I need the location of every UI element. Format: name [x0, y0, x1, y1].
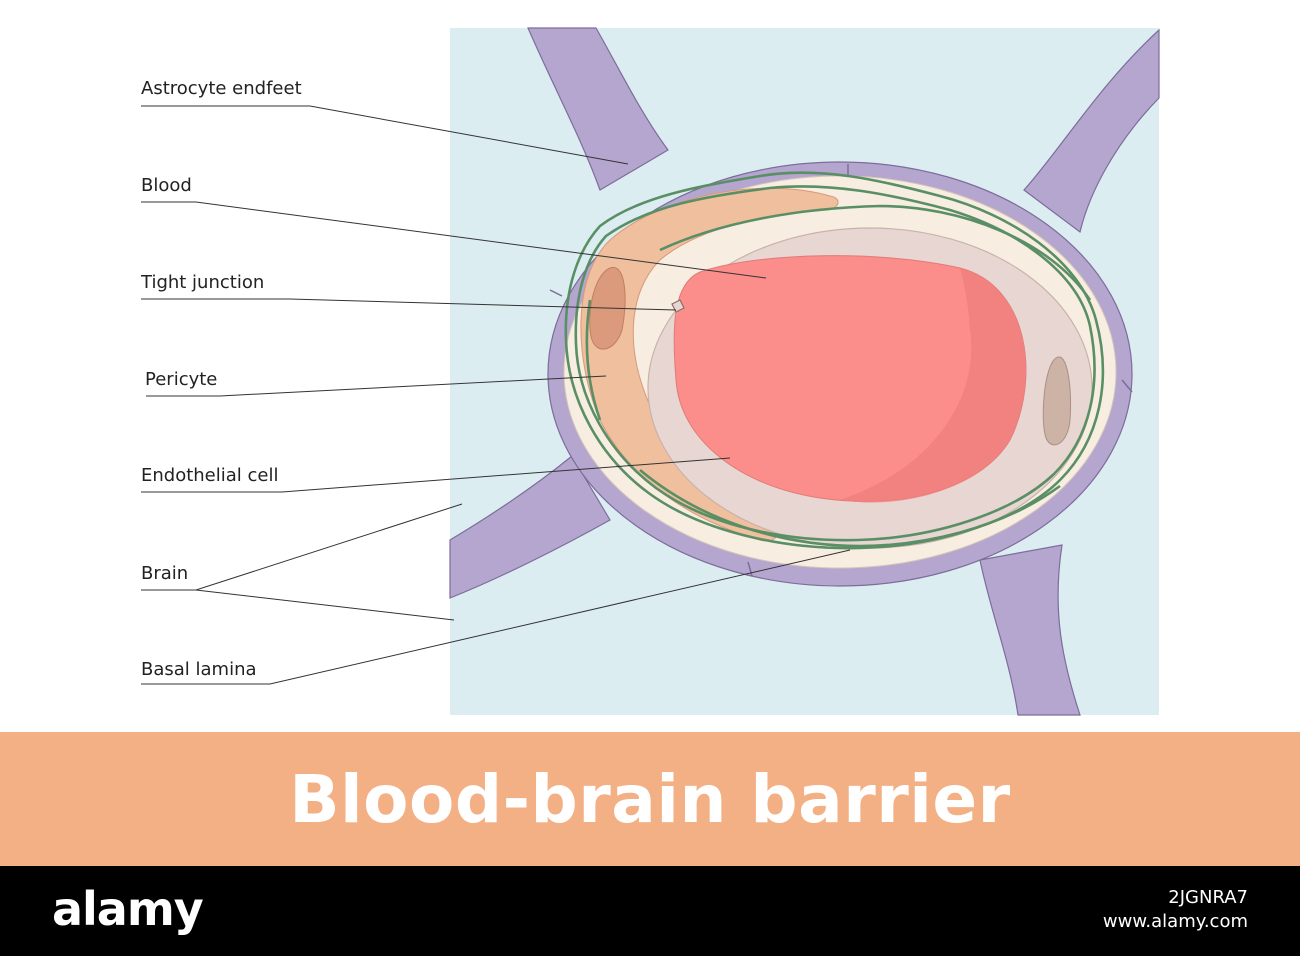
label-basal-lamina: Basal lamina — [141, 659, 257, 680]
leader-endothelial-cell — [141, 457, 731, 493]
footer-meta: 2JGNRA7 www.alamy.com — [1103, 886, 1248, 934]
astrocyte-process-left — [449, 455, 611, 599]
diagram-title: Blood-brain barrier — [289, 760, 1011, 838]
endothelial-nucleus — [1042, 356, 1071, 446]
vessel-lumen-shade — [840, 268, 1026, 503]
leader-basal-lamina — [141, 549, 851, 685]
brand-logo: alamy — [52, 882, 204, 936]
astrocyte-process-bottom — [979, 544, 1081, 716]
stock-footer: alamy 2JGNRA7 www.alamy.com — [0, 866, 1300, 956]
title-band: Blood-brain barrier — [0, 732, 1300, 866]
label-astrocyte-endfeet: Astrocyte endfeet — [141, 78, 302, 99]
leader-tight-junction — [141, 298, 677, 311]
tight-junction — [671, 299, 685, 313]
label-pericyte: Pericyte — [145, 369, 218, 390]
label-tight-junction: Tight junction — [141, 272, 265, 293]
label-blood: Blood — [141, 175, 192, 196]
astrocyte-process-top-left — [527, 27, 669, 191]
label-brain: Brain — [141, 563, 189, 584]
site-url: www.alamy.com — [1102, 911, 1248, 932]
astrocyte-process-top-right — [1023, 28, 1160, 234]
leader-astrocyte-endfeet — [141, 105, 629, 165]
basal-lamina — [564, 171, 1105, 550]
endfeet-junctions — [549, 164, 1133, 577]
leader-lines — [141, 105, 851, 685]
leader-blood — [141, 201, 767, 279]
label-endothelial-cell: Endothelial cell — [141, 465, 279, 486]
image-id: 2JGNRA7 — [1168, 887, 1248, 908]
leader-brain-upper — [141, 503, 463, 591]
leader-pericyte — [146, 375, 607, 397]
leader-brain-lower — [195, 589, 455, 621]
title-band-background — [0, 732, 1300, 866]
